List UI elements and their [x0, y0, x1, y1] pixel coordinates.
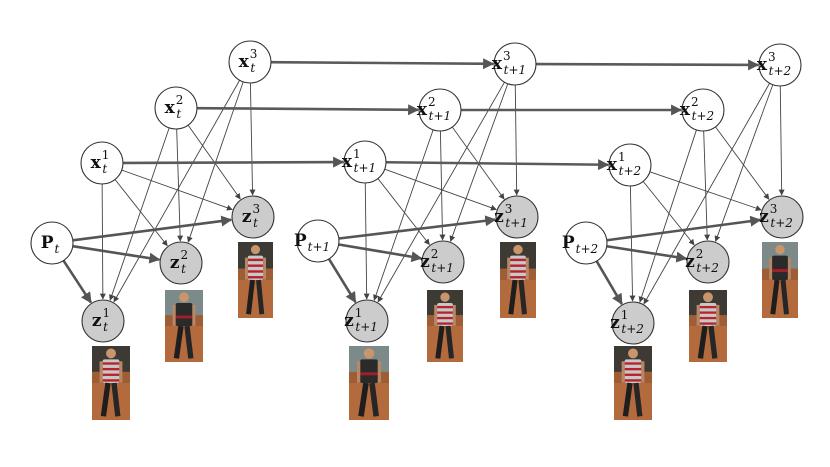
node-z3-t2-circle — [760, 195, 804, 239]
edge-x1-z3-t1 — [384, 168, 497, 211]
node-x2-t-circle — [154, 86, 198, 130]
edge-x3-z1-t1 — [377, 81, 505, 303]
edge-x3-z2-t2 — [714, 84, 774, 242]
edge-x2-z1-t2 — [638, 129, 697, 303]
edge-x3-z1-t — [113, 80, 241, 303]
edge-P-z2-t2 — [606, 244, 688, 263]
node-x3-t-circle — [228, 40, 272, 84]
node-x1-t1-circle — [343, 140, 387, 184]
node-P-t1-label: Pt+1 — [294, 231, 330, 254]
node-x2-t1-circle — [418, 88, 462, 132]
node-z3-t1-circle — [495, 195, 539, 239]
edge-P-z1-t2 — [595, 260, 623, 305]
pedestrian-crop-view-3-t — [238, 242, 273, 318]
pedestrian-crop-view-2-t1 — [427, 290, 463, 362]
node-x3-t1-circle — [493, 42, 537, 86]
edge-x1-z1-t2 — [629, 185, 636, 302]
edge-x2-z2-t — [176, 128, 184, 242]
node-x1-t2-circle — [608, 143, 652, 187]
edge-x2-z1-t — [109, 127, 170, 301]
pedestrian-crops-layer — [92, 242, 798, 420]
node-z2-t-circle — [159, 241, 203, 285]
edge-x1-z2-t1 — [377, 178, 430, 246]
temporal-edge-x3-t1 — [535, 59, 760, 71]
pedestrian-crop-view-1-t1 — [349, 346, 389, 420]
node-x1-t-circle — [80, 141, 124, 185]
edges-layer — [62, 58, 785, 305]
node-x3-t2-circle — [758, 43, 802, 87]
node-P-t2-circle — [564, 221, 608, 265]
temporal-edge-x1-t — [122, 156, 345, 168]
temporal-edge-x3-t — [270, 58, 495, 70]
node-z1-t-circle — [81, 299, 125, 343]
node-P-t1-circle — [296, 219, 340, 263]
edge-P-z1-t1 — [327, 258, 357, 304]
edge-P-z1-t — [62, 259, 93, 304]
temporal-edge-x1-t1 — [385, 159, 610, 171]
pedestrian-crop-view-2-t2 — [689, 290, 727, 362]
node-z3-t-circle — [231, 195, 275, 239]
node-P-t1: Pt+1 — [294, 219, 340, 263]
node-P-t-circle — [30, 221, 74, 265]
edge-x1-z1-t — [99, 183, 106, 300]
pedestrian-crop-view-1-t — [92, 346, 130, 420]
edge-P-z2-t — [72, 244, 161, 264]
edge-x1-z1-t1 — [363, 182, 370, 300]
node-z1-t2-circle — [611, 301, 655, 345]
node-P-t: Pt — [30, 221, 74, 265]
node-z2-t1-circle — [421, 240, 465, 284]
edge-P-z3-t — [72, 215, 233, 242]
edge-P-z3-t2 — [606, 215, 762, 242]
temporal-edge-x2-t — [196, 104, 420, 116]
pedestrian-crop-view-2-t — [165, 290, 203, 362]
edge-x1-z2-t — [114, 179, 168, 247]
pedestrian-crop-view-1-t2 — [614, 346, 652, 420]
edge-P-z2-t1 — [338, 243, 423, 263]
edge-x2-z1-t1 — [373, 129, 434, 301]
node-x2-t2-circle — [681, 88, 725, 132]
node-z2-t2-circle — [686, 240, 730, 284]
edge-x2-z3-t2 — [715, 126, 770, 200]
node-P-t2: Pt+2 — [562, 221, 608, 265]
pedestrian-crop-view-3-t1 — [500, 242, 536, 318]
edge-P-z3-t1 — [338, 215, 497, 240]
edge-x3-z3-t2 — [778, 85, 785, 196]
edge-x3-z1-t2 — [643, 83, 770, 305]
node-z1-t1-circle — [345, 299, 389, 343]
edge-x3-z3-t1 — [513, 84, 520, 196]
edge-x2-z2-t2 — [703, 130, 711, 241]
edge-x2-z2-t1 — [439, 130, 446, 241]
edge-x3-z3-t — [249, 82, 256, 196]
pedestrian-crop-view-3-t2 — [762, 242, 798, 318]
